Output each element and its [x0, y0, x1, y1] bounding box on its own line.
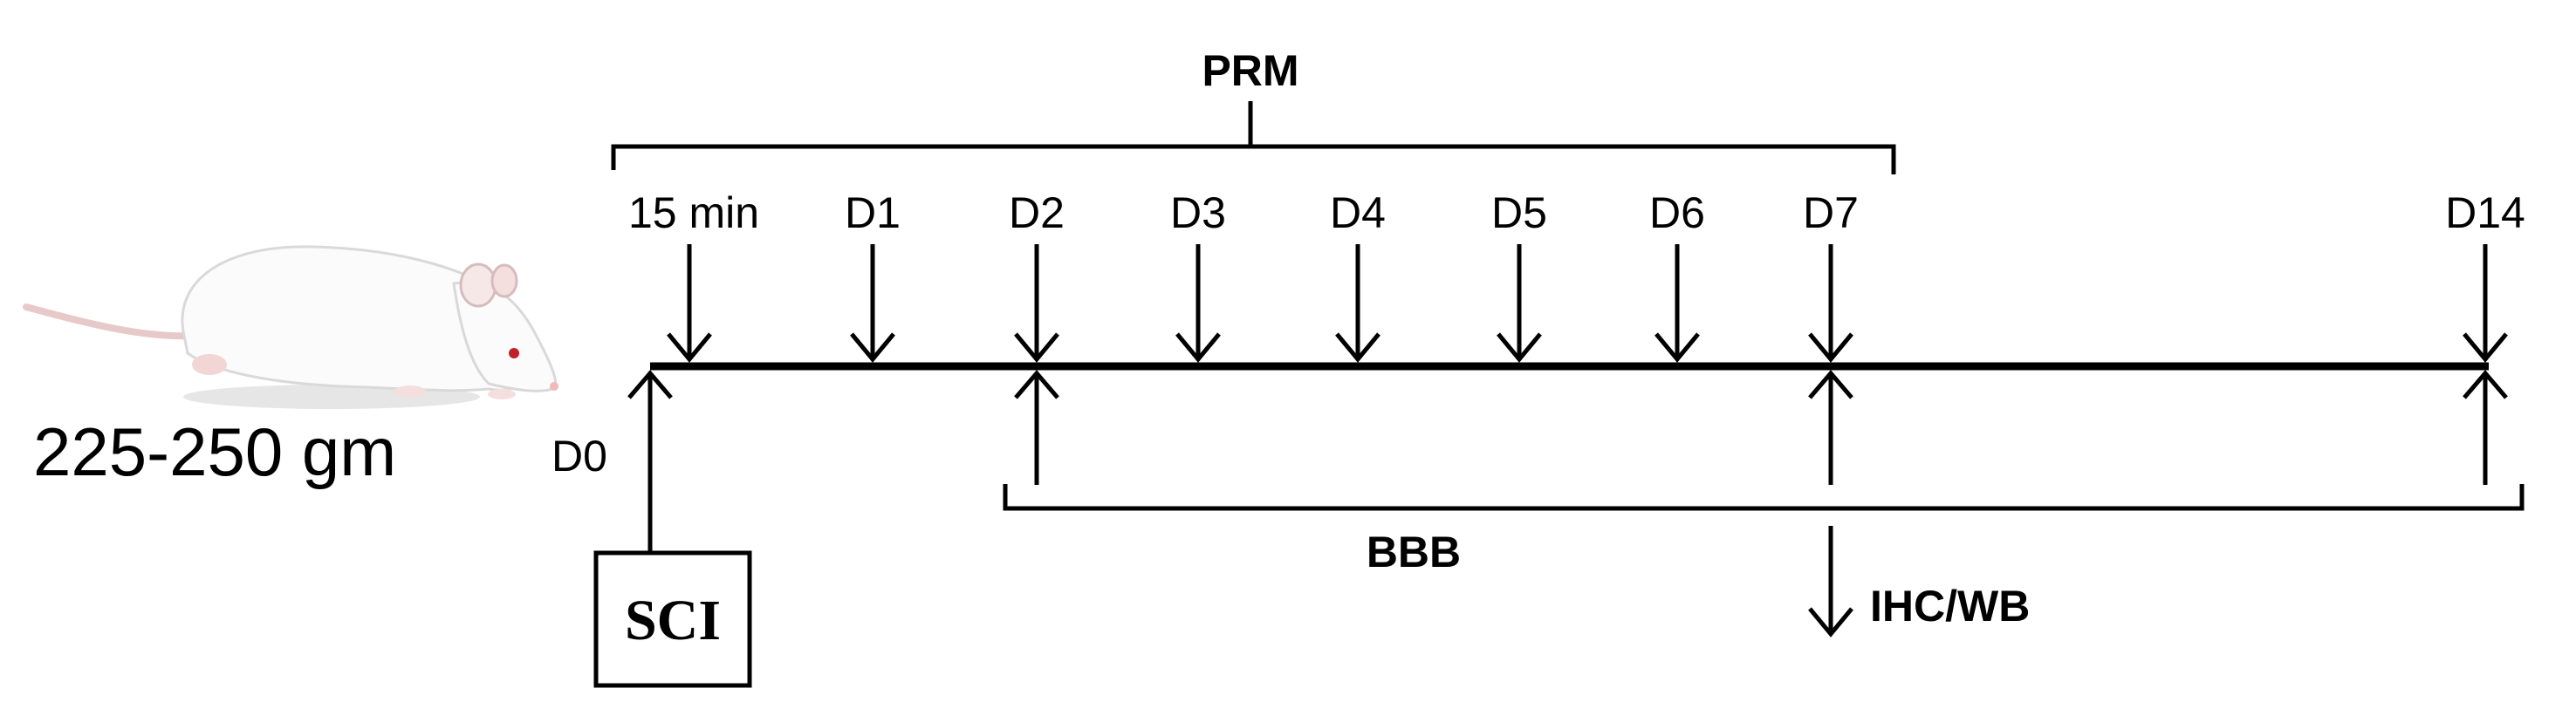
timepoint-d6-label: D6 [1649, 188, 1705, 237]
bbb-arrow-d7 [1808, 370, 1853, 485]
bbb-arrow-d2 [1014, 370, 1059, 485]
timepoint-d4-label: D4 [1330, 188, 1386, 237]
timepoint-d14-label: D14 [2445, 188, 2525, 237]
prm-bracket [611, 101, 1896, 174]
timepoint-d7-label: D7 [1803, 188, 1859, 237]
timepoint-d3-label: D3 [1170, 188, 1226, 237]
timepoint-15min-label: 15 min [628, 188, 759, 237]
d0-label: D0 [552, 432, 607, 481]
arrow-d3 [1175, 244, 1221, 363]
d0-up-arrow [627, 370, 673, 551]
bbb-arrows [1014, 370, 2508, 485]
bbb-label: BBB [1367, 528, 1461, 576]
arrow-d1 [850, 244, 895, 363]
prm-dose-arrows [667, 244, 2508, 363]
arrow-d7 [1808, 244, 1853, 363]
sci-box [593, 550, 752, 688]
rat-image [23, 245, 558, 409]
prm-label: PRM [1202, 46, 1298, 95]
arrow-15min [667, 244, 712, 363]
arrow-d14 [2463, 244, 2508, 363]
ihc-wb-label: IHC/WB [1870, 582, 2030, 631]
arrow-d5 [1497, 244, 1542, 363]
timepoint-d2-label: D2 [1009, 188, 1065, 237]
timepoint-d5-label: D5 [1491, 188, 1547, 237]
sci-label: SCI [625, 589, 721, 652]
arrow-d6 [1655, 244, 1700, 363]
ihc-wb-arrow [1808, 526, 1853, 637]
rat-weight-label: 225-250 gm [33, 413, 396, 490]
arrow-d4 [1335, 244, 1380, 363]
arrow-d2 [1014, 244, 1059, 363]
bbb-arrow-d14 [2463, 370, 2508, 485]
bbb-bracket [1003, 484, 2525, 511]
timepoint-d1-label: D1 [845, 188, 901, 237]
